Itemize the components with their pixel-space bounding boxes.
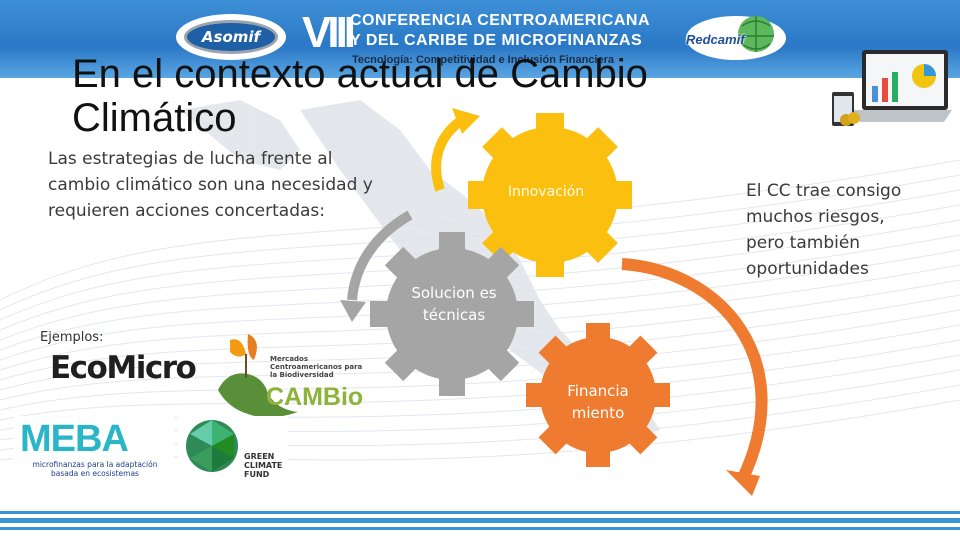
arrow-orange	[621, 258, 768, 483]
conference-title-line1: CONFERENCIA CENTROAMERICANA	[350, 12, 651, 29]
gear-innovation	[468, 113, 632, 277]
cambio-subtitle: Mercados Centroamericanos para la Biodiv…	[270, 355, 363, 379]
cambio-butterfly-logo	[218, 334, 298, 418]
arrow-gray	[347, 210, 413, 301]
green-climate-fund-logo-text: GREEN CLIMATE FUND	[244, 452, 283, 479]
cambio-logo-text: CAMBio	[266, 383, 364, 411]
green-climate-fund-globe-icon	[186, 420, 238, 472]
gear-financing-label: Financia miento	[567, 382, 629, 422]
footer-stripe-3	[0, 527, 960, 530]
conference-title-line2: Y DEL CARIBE DE MICROFINANZAS	[350, 32, 643, 49]
meba-subtitle: microfinanzas para la adaptación basada …	[32, 460, 158, 478]
meba-logo-backdrop	[14, 416, 174, 484]
arrow-yellow	[431, 115, 465, 192]
laptop-chart-icon	[832, 50, 952, 126]
footer-stripe-2	[0, 518, 960, 523]
redcamif-globe-icon	[686, 16, 786, 60]
conference-header-band	[0, 0, 960, 78]
gear-solutions	[370, 232, 534, 396]
arrow-gray-head	[340, 300, 366, 322]
arrow-orange-head	[726, 470, 760, 496]
gear-innovation-label: Innovación	[507, 184, 585, 200]
examples-label: Ejemplos:	[40, 330, 104, 345]
footer-stripe-1	[0, 511, 960, 514]
strategies-paragraph: Las estrategias de lucha frente al cambi…	[48, 149, 373, 221]
asomif-logo: Asomif	[184, 20, 278, 54]
gear-financing	[526, 323, 670, 467]
conference-subtitle: Tecnología: Competitividad e Inclusión F…	[352, 54, 615, 66]
risks-opportunities-paragraph: El CC trae consigo muchos riesgos, pero …	[746, 181, 902, 279]
redcamif-logo-text: Redcamif	[686, 32, 745, 47]
gear-solutions-label: Solucion es técnicas	[411, 284, 497, 324]
arrow-yellow-head	[452, 108, 480, 134]
ecomicro-logo: EcoMicro	[50, 350, 197, 386]
meba-logo: MEBA	[20, 418, 129, 460]
slide-title: En el contexto actual de Cambio Climátic…	[72, 52, 648, 140]
